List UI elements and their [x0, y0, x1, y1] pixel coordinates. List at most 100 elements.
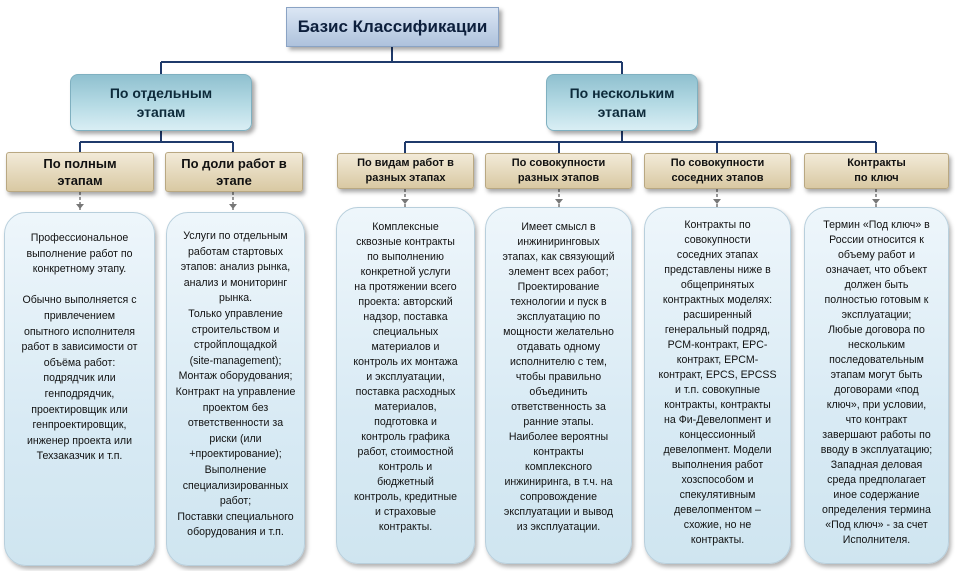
content-line: сквозные контракты: [356, 236, 455, 248]
content-line: подготовка и: [374, 416, 437, 428]
content-line: Исполнителя.: [842, 534, 911, 546]
content-line: контроль, кредитные: [354, 491, 457, 503]
content-line: проектом без: [202, 401, 269, 414]
node-label-line: по ключ: [854, 172, 899, 184]
content-line: последовательным: [829, 354, 924, 366]
content-line: инжиниринга, в т.ч. на: [504, 476, 613, 488]
content-line: означает, что объект: [825, 264, 928, 276]
content-line: спекулятивным: [679, 489, 756, 501]
content-line: работ в зависимости от: [21, 341, 138, 354]
content-line: Контракты по: [684, 219, 751, 231]
content-line: и страховые: [375, 506, 436, 518]
content-line: Любые договора по: [828, 324, 925, 336]
content-line: генеральный подряд,: [664, 324, 771, 336]
content-line: вводу в эксплуатацию;: [820, 444, 933, 456]
node-separate-stages: По отдельным этапам: [70, 74, 252, 131]
content-line: и эксплуатации,: [366, 371, 445, 383]
content-line: строительством и: [191, 323, 280, 336]
content-line: Выполнение: [204, 463, 267, 476]
content-line: Наиболее вероятны: [508, 431, 609, 443]
content-line: нескольким: [848, 339, 905, 351]
content-line: контракты, контракты: [664, 399, 771, 411]
content-line: риски (или: [209, 432, 262, 445]
content-line: ответственности за: [187, 417, 284, 430]
content-line: работ, стоимостной: [357, 446, 454, 458]
content-line: из эксплуатации.: [516, 521, 601, 533]
content-line: мощности желательно: [503, 326, 614, 338]
content-line: общепринятых: [680, 279, 755, 291]
content-line: хозспособом и: [681, 474, 754, 486]
node-label-line: соседних этапов: [671, 172, 764, 184]
content-line: материалов,: [374, 401, 437, 413]
content-line: PCM-контракт, EPC-: [667, 339, 768, 351]
content-line: ключ», при условии,: [826, 399, 927, 411]
content-line: должен быть: [844, 279, 909, 291]
content-line: эксплуатации;: [841, 309, 912, 321]
node-label-line: этапам: [136, 103, 186, 120]
content-line: контракты.: [690, 534, 745, 546]
content-line: что контракт: [845, 414, 908, 426]
content-line: проекта: авторский: [358, 296, 453, 308]
content-line: опытного исполнителя: [23, 325, 136, 338]
content-line: на Фи-Девелопмент и: [664, 414, 771, 426]
content-line: чтобы правильно: [515, 371, 602, 383]
content-line: Западная деловая: [830, 459, 923, 471]
node-label-line: По отдельным: [109, 84, 213, 101]
node-full-stages: По полным этапам: [6, 152, 154, 192]
content-line: объёма работ:: [43, 356, 116, 369]
content-line: конкретному этапу.: [32, 263, 127, 276]
content-line: отдавать одному: [517, 341, 600, 353]
content-line: специализированных: [182, 479, 289, 492]
content-line: Услуги по отдельным: [183, 230, 288, 242]
content-line: привлечением: [43, 309, 115, 322]
node-label-line: Контракты: [847, 157, 906, 169]
content-line: на протяжении всего: [354, 281, 457, 293]
content-line: концессионный: [679, 429, 756, 441]
content-line: совокупности: [684, 234, 751, 246]
content-line: контракты: [533, 446, 584, 458]
content-line: материалов и: [371, 341, 440, 353]
content-line: генпроектировщик,: [32, 419, 127, 432]
node-label-line: По нескольким: [569, 84, 675, 101]
content-work-types: Комплексные сквозные контракты по выполнен…: [336, 207, 475, 564]
node-label-line: этапам: [57, 173, 103, 188]
content-line: «Под ключ» - за счет: [825, 519, 928, 531]
content-line: Обычно выполняется с: [22, 294, 137, 307]
content-line: этапам могут быть: [830, 369, 923, 381]
content-line: девелопмент. Модели: [663, 444, 772, 456]
content-line: Термин «Под ключ» в: [823, 219, 930, 231]
content-line: Техзаказчик и т.п.: [36, 450, 123, 463]
content-line: рынка.: [218, 292, 253, 305]
content-line: эксплуатацию по: [516, 311, 601, 323]
content-line: контрактных моделях:: [662, 294, 773, 306]
content-line: [11, 278, 148, 294]
content-line: выполнение работ по: [26, 247, 133, 260]
content-line: Проектирование: [517, 281, 600, 293]
content-line: технологии и пуск в: [510, 296, 607, 308]
content-line: контроль графика: [361, 431, 450, 443]
content-line: Комплексные: [372, 221, 439, 233]
content-line: России относится к: [829, 234, 924, 246]
node-label-line: По полным: [43, 156, 117, 171]
content-line: девелопментом –: [674, 504, 761, 516]
content-line: выполнения работ: [671, 459, 764, 471]
content-line: полностью готовым к: [824, 294, 929, 306]
content-line: по выполнению: [367, 251, 444, 263]
content-line: Контракт на управление: [175, 385, 296, 398]
content-line: схожие, но не: [683, 519, 752, 531]
content-line: поставка расходных: [355, 386, 456, 398]
content-line: договорами «под: [834, 384, 919, 396]
content-line: Только управление: [188, 307, 283, 320]
node-label-line: По совокупности: [670, 157, 765, 169]
content-line: ответственность за: [511, 401, 606, 413]
content-line: инжиниринговых: [517, 236, 600, 248]
root-node: Базис Классификации: [286, 7, 499, 47]
content-line: эксплуатации и вывод: [503, 506, 614, 518]
content-line: определения термина: [822, 504, 931, 516]
